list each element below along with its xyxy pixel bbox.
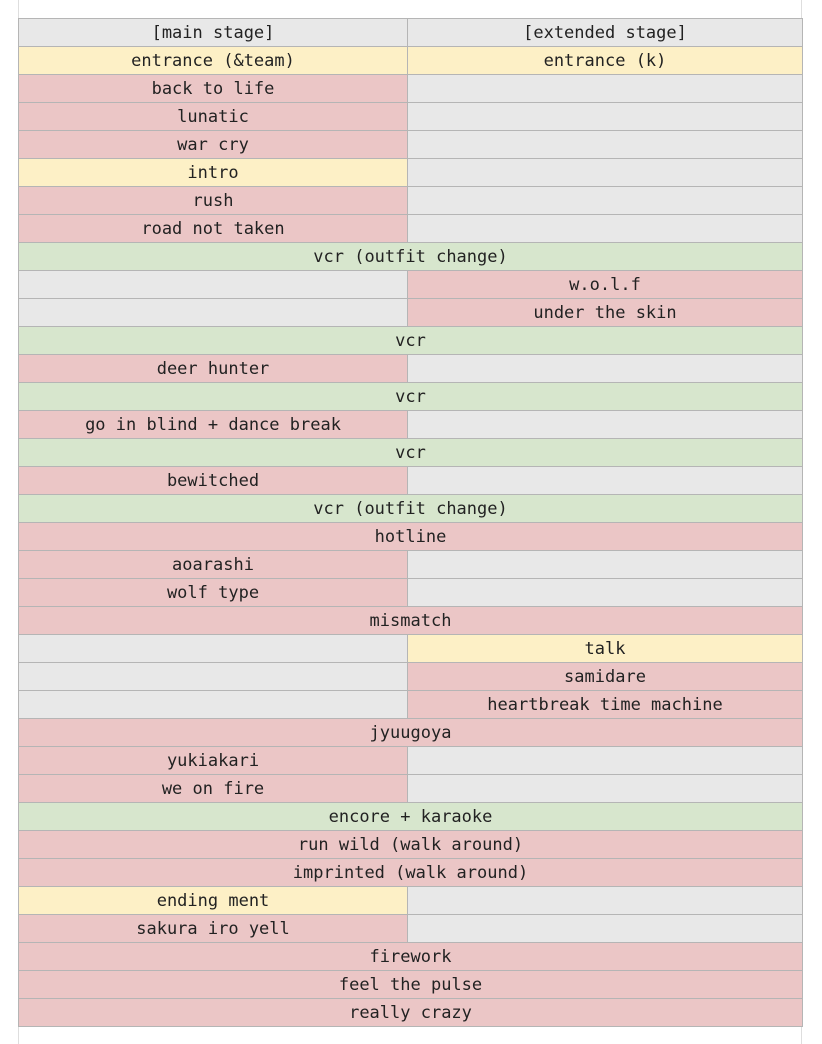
setlist-cell-extended[interactable] bbox=[408, 131, 803, 159]
setlist-cell-main[interactable]: wolf type bbox=[19, 579, 408, 607]
setlist-cell-merged[interactable]: firework bbox=[19, 943, 803, 971]
setlist-cell-main[interactable]: back to life bbox=[19, 75, 408, 103]
header-row: [main stage] [extended stage] bbox=[19, 19, 803, 47]
setlist-row: imprinted (walk around) bbox=[19, 859, 803, 887]
setlist-cell-main[interactable] bbox=[19, 691, 408, 719]
setlist-cell-extended[interactable] bbox=[408, 551, 803, 579]
setlist-cell-extended[interactable] bbox=[408, 915, 803, 943]
setlist-cell-extended[interactable] bbox=[408, 579, 803, 607]
setlist-cell-main[interactable] bbox=[19, 663, 408, 691]
setlist-cell-main[interactable]: war cry bbox=[19, 131, 408, 159]
setlist-cell-main[interactable]: yukiakari bbox=[19, 747, 408, 775]
setlist-cell-merged[interactable]: vcr (outfit change) bbox=[19, 495, 803, 523]
setlist-row: bewitched bbox=[19, 467, 803, 495]
setlist-cell-main[interactable]: ending ment bbox=[19, 887, 408, 915]
setlist-cell-extended[interactable] bbox=[408, 75, 803, 103]
setlist-row: ending ment bbox=[19, 887, 803, 915]
setlist-row: run wild (walk around) bbox=[19, 831, 803, 859]
setlist-cell-main[interactable]: rush bbox=[19, 187, 408, 215]
setlist-cell-merged[interactable]: jyuugoya bbox=[19, 719, 803, 747]
setlist-cell-main[interactable] bbox=[19, 299, 408, 327]
setlist-row: heartbreak time machine bbox=[19, 691, 803, 719]
setlist-row: vcr bbox=[19, 439, 803, 467]
setlist-cell-merged[interactable]: encore + karaoke bbox=[19, 803, 803, 831]
setlist-cell-extended[interactable] bbox=[408, 747, 803, 775]
setlist-cell-extended[interactable] bbox=[408, 467, 803, 495]
setlist-cell-main[interactable]: deer hunter bbox=[19, 355, 408, 383]
setlist-cell-extended[interactable] bbox=[408, 887, 803, 915]
setlist-cell-main[interactable]: we on fire bbox=[19, 775, 408, 803]
setlist-row: hotline bbox=[19, 523, 803, 551]
setlist-cell-extended[interactable]: entrance (k) bbox=[408, 47, 803, 75]
setlist-cell-extended[interactable] bbox=[408, 215, 803, 243]
setlist-sheet: [main stage] [extended stage] entrance (… bbox=[18, 18, 803, 1027]
setlist-row: sakura iro yell bbox=[19, 915, 803, 943]
setlist-cell-merged[interactable]: run wild (walk around) bbox=[19, 831, 803, 859]
setlist-cell-merged[interactable]: hotline bbox=[19, 523, 803, 551]
setlist-cell-extended[interactable] bbox=[408, 187, 803, 215]
setlist-cell-merged[interactable]: vcr bbox=[19, 383, 803, 411]
setlist-cell-extended[interactable]: w.o.l.f bbox=[408, 271, 803, 299]
setlist-cell-main[interactable] bbox=[19, 271, 408, 299]
setlist-cell-main[interactable] bbox=[19, 635, 408, 663]
setlist-row: wolf type bbox=[19, 579, 803, 607]
setlist-cell-main[interactable]: intro bbox=[19, 159, 408, 187]
setlist-row: deer hunter bbox=[19, 355, 803, 383]
setlist-cell-extended[interactable] bbox=[408, 159, 803, 187]
setlist-row: encore + karaoke bbox=[19, 803, 803, 831]
setlist-row: entrance (&team)entrance (k) bbox=[19, 47, 803, 75]
setlist-row: really crazy bbox=[19, 999, 803, 1027]
setlist-row: road not taken bbox=[19, 215, 803, 243]
setlist-cell-extended[interactable] bbox=[408, 103, 803, 131]
setlist-row: feel the pulse bbox=[19, 971, 803, 999]
setlist-row: samidare bbox=[19, 663, 803, 691]
setlist-cell-merged[interactable]: feel the pulse bbox=[19, 971, 803, 999]
setlist-cell-extended[interactable] bbox=[408, 411, 803, 439]
setlist-row: rush bbox=[19, 187, 803, 215]
setlist-row: vcr (outfit change) bbox=[19, 243, 803, 271]
setlist-row: go in blind + dance break bbox=[19, 411, 803, 439]
header-extended-stage[interactable]: [extended stage] bbox=[408, 19, 803, 47]
setlist-cell-merged[interactable]: vcr bbox=[19, 439, 803, 467]
setlist-cell-extended[interactable] bbox=[408, 775, 803, 803]
setlist-cell-main[interactable]: entrance (&team) bbox=[19, 47, 408, 75]
setlist-cell-extended[interactable]: samidare bbox=[408, 663, 803, 691]
setlist-row: lunatic bbox=[19, 103, 803, 131]
setlist-row: talk bbox=[19, 635, 803, 663]
setlist-row: we on fire bbox=[19, 775, 803, 803]
setlist-row: vcr bbox=[19, 327, 803, 355]
setlist-row: w.o.l.f bbox=[19, 271, 803, 299]
setlist-row: firework bbox=[19, 943, 803, 971]
setlist-row: back to life bbox=[19, 75, 803, 103]
setlist-cell-extended[interactable] bbox=[408, 355, 803, 383]
setlist-row: under the skin bbox=[19, 299, 803, 327]
setlist-cell-main[interactable]: go in blind + dance break bbox=[19, 411, 408, 439]
setlist-row: vcr (outfit change) bbox=[19, 495, 803, 523]
header-main-stage[interactable]: [main stage] bbox=[19, 19, 408, 47]
setlist-row: vcr bbox=[19, 383, 803, 411]
setlist-cell-extended[interactable]: under the skin bbox=[408, 299, 803, 327]
setlist-row: aoarashi bbox=[19, 551, 803, 579]
setlist-row: jyuugoya bbox=[19, 719, 803, 747]
setlist-row: intro bbox=[19, 159, 803, 187]
setlist-cell-merged[interactable]: vcr bbox=[19, 327, 803, 355]
setlist-row: yukiakari bbox=[19, 747, 803, 775]
setlist-cell-main[interactable]: lunatic bbox=[19, 103, 408, 131]
setlist-row: mismatch bbox=[19, 607, 803, 635]
setlist-cell-main[interactable]: road not taken bbox=[19, 215, 408, 243]
setlist-cell-merged[interactable]: vcr (outfit change) bbox=[19, 243, 803, 271]
setlist-cell-extended[interactable]: heartbreak time machine bbox=[408, 691, 803, 719]
setlist-cell-merged[interactable]: imprinted (walk around) bbox=[19, 859, 803, 887]
setlist-row: war cry bbox=[19, 131, 803, 159]
setlist-cell-main[interactable]: bewitched bbox=[19, 467, 408, 495]
setlist-cell-merged[interactable]: mismatch bbox=[19, 607, 803, 635]
setlist-cell-extended[interactable]: talk bbox=[408, 635, 803, 663]
setlist-cell-main[interactable]: aoarashi bbox=[19, 551, 408, 579]
setlist-cell-merged[interactable]: really crazy bbox=[19, 999, 803, 1027]
setlist-cell-main[interactable]: sakura iro yell bbox=[19, 915, 408, 943]
